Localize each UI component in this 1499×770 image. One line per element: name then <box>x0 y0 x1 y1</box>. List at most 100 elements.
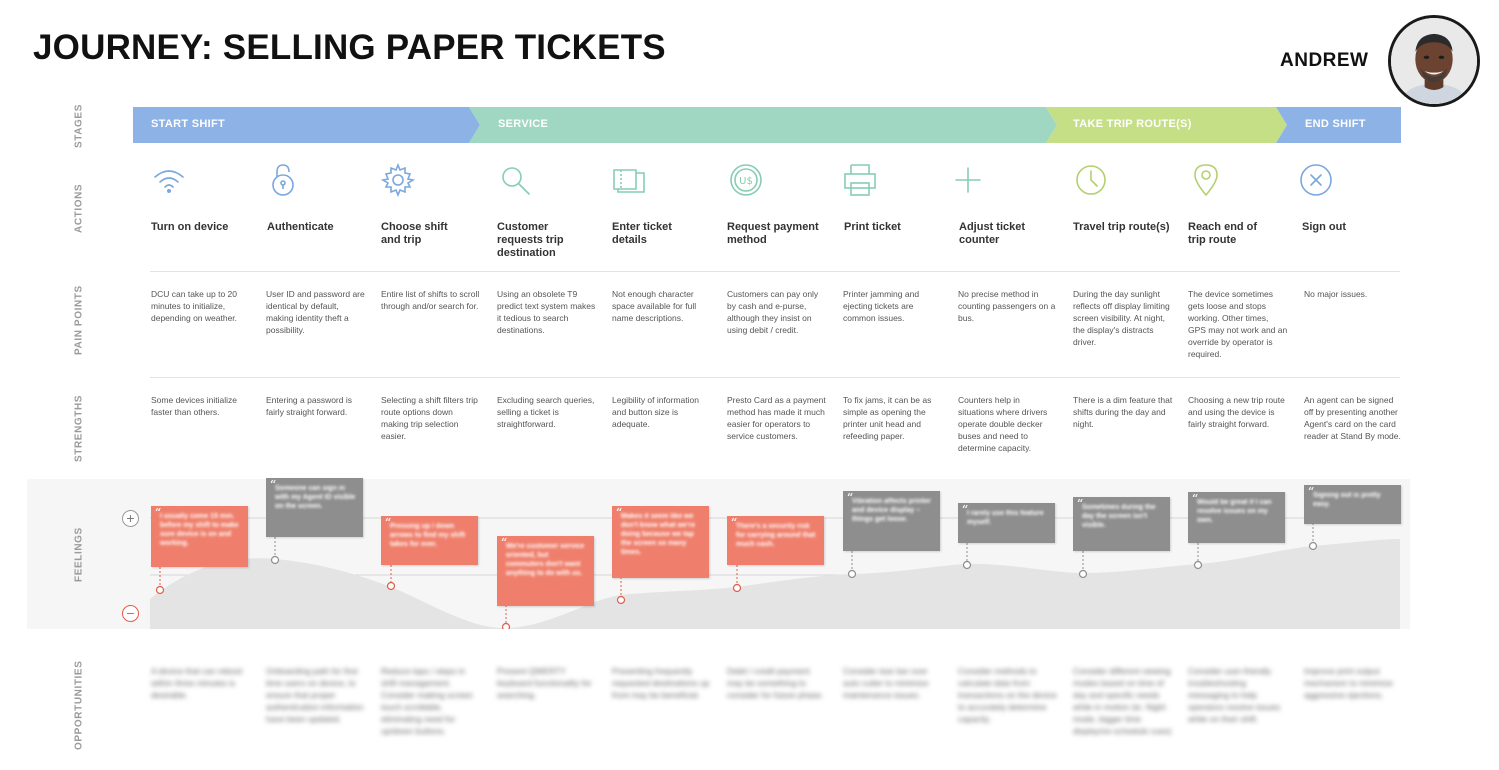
action-label: Enter ticket details <box>612 221 672 246</box>
coin-icon: U$ <box>728 162 764 198</box>
pain-point-text: User ID and password are identical by de… <box>266 289 365 335</box>
feeling-quote-text: We're customer service oriented, but com… <box>506 543 585 577</box>
stage-bar <box>133 107 1401 143</box>
feeling-point <box>270 555 280 565</box>
svg-text:U$: U$ <box>739 176 753 187</box>
action-label: Adjust ticket counter <box>959 221 1026 246</box>
feeling-point <box>1078 569 1088 579</box>
feeling-point <box>962 560 972 570</box>
pain-point-text: Not enough character space available for… <box>612 289 697 323</box>
action-label: Choose shift and trip <box>381 221 448 246</box>
avatar <box>1388 15 1480 107</box>
row-label-actions: ACTIONS <box>73 183 85 233</box>
strength-text: Choosing a new trip route and using the … <box>1188 395 1285 429</box>
strength-text: Excluding search queries, selling a tick… <box>497 395 595 429</box>
feeling-point <box>732 583 742 593</box>
row-label-pain-points: PAIN POINTS <box>73 285 85 355</box>
feeling-quote-negative: “Pressing up / down arrows to find my sh… <box>381 516 478 565</box>
stage-label-take-trip: TAKE TRIP ROUTE(S) <box>1073 118 1192 130</box>
feeling-quote-text: Someone can sign in with my Agent ID vis… <box>275 485 356 510</box>
printer-icon <box>842 162 878 198</box>
stage-label-service: SERVICE <box>498 118 549 130</box>
feeling-point <box>155 585 165 595</box>
clock-icon <box>1073 162 1109 198</box>
opportunity-text: Improve print output mechanism to minimi… <box>1304 666 1393 700</box>
stage-segment-end-shift <box>1276 107 1401 143</box>
strength-text: There is a dim feature that shifts durin… <box>1073 395 1173 429</box>
opportunity-text: Onboarding path for first time users on … <box>266 666 364 724</box>
divider <box>150 377 1400 378</box>
wifi-icon <box>151 162 187 198</box>
feeling-quote-positive: “Vibration affects printer and device di… <box>843 491 940 551</box>
feeling-quote-positive: “Sometimes during the day the screen isn… <box>1073 497 1170 551</box>
pain-point-text: Using an obsolete T9 predict text system… <box>497 289 596 335</box>
stage-segment-start-shift <box>133 107 480 143</box>
stage-label-start-shift: START SHIFT <box>151 118 225 130</box>
pain-point-text: DCU can take up to 20 minutes to initial… <box>151 289 238 323</box>
feeling-quote-text: I rarely use this feature myself. <box>967 510 1044 526</box>
feelings-minus-marker: − <box>122 605 139 622</box>
action-label: Sign out <box>1302 221 1346 233</box>
feeling-quote-negative: “Makes it seem like we don't know what w… <box>612 506 709 578</box>
feeling-point <box>1308 541 1318 551</box>
action-label: Authenticate <box>267 221 334 233</box>
opportunity-text: Debit / credit payment may be something … <box>727 666 824 700</box>
strength-text: Presto Card as a payment method has made… <box>727 395 826 441</box>
plus-icon <box>950 162 986 198</box>
opportunity-text: Presenting frequently requested destinat… <box>612 666 710 700</box>
strength-text: Some devices initialize faster than othe… <box>151 395 237 417</box>
action-label: Customer requests trip destination <box>497 221 564 259</box>
pain-point-text: Entire list of shifts to scroll through … <box>381 289 480 311</box>
opportunity-text: Present QWERTY keyboard functionality fo… <box>497 666 592 700</box>
strength-text: To fix jams, it can be as simple as open… <box>843 395 932 441</box>
feelings-plus-marker: + <box>122 510 139 527</box>
feeling-quote-text: Vibration affects printer and device dis… <box>852 498 931 523</box>
ticket-icon <box>611 162 647 198</box>
feeling-quote-negative: “There's a security risk for carrying ar… <box>727 516 824 565</box>
persona-name: ANDREW <box>1280 50 1369 71</box>
opportunity-text: Reduce taps / steps in shift management.… <box>381 666 473 736</box>
page-title: JOURNEY: SELLING PAPER TICKETS <box>33 28 666 67</box>
strength-text: Entering a password is fairly straight f… <box>266 395 352 417</box>
action-label: Request payment method <box>727 221 819 246</box>
feeling-quote-text: Makes it seem like we don't know what we… <box>621 513 696 556</box>
pain-point-text: The device sometimes gets loose and stop… <box>1188 289 1288 359</box>
pain-point-text: Customers can pay only by cash and e-pur… <box>727 289 819 335</box>
persona-portrait <box>1391 18 1477 104</box>
action-label: Reach end of trip route <box>1188 221 1258 246</box>
feeling-point <box>616 595 626 605</box>
stage-segment-service <box>469 107 1057 143</box>
feeling-quote-text: There's a security risk for carrying aro… <box>736 523 816 548</box>
opportunity-text: A device that can reboot within three mi… <box>151 666 243 700</box>
feeling-quote-negative: “We're customer service oriented, but co… <box>497 536 594 606</box>
strength-text: Legibility of information and button siz… <box>612 395 699 429</box>
row-label-strengths: STRENGTHS <box>73 394 85 462</box>
feeling-point <box>501 622 511 629</box>
opportunity-text: Consider different viewing modes based o… <box>1073 666 1172 736</box>
feeling-quote-positive: “Someone can sign in with my Agent ID vi… <box>266 478 363 537</box>
feelings-area <box>150 539 1400 629</box>
feeling-quote-negative: “I usually come 15 min. before my shift … <box>151 506 248 567</box>
row-label-opportunities: OPPORTUNITIES <box>73 660 85 750</box>
action-label: Print ticket <box>844 221 901 233</box>
opportunity-text: Consider tear bar over auto cutter to mi… <box>843 666 929 700</box>
pain-point-text: No precise method in counting passengers… <box>958 289 1056 323</box>
pain-point-text: During the day sunlight reflects off dis… <box>1073 289 1170 347</box>
divider <box>150 271 1400 272</box>
row-label-stages: STAGES <box>73 104 85 148</box>
action-label: Turn on device <box>151 221 229 233</box>
feeling-quote-text: Would be great if I can resolve issues o… <box>1197 499 1272 524</box>
search-icon <box>497 162 533 198</box>
feeling-quote-positive: “I rarely use this feature myself. <box>958 503 1055 543</box>
feeling-point <box>1193 560 1203 570</box>
feeling-quote-positive: “Signing out is pretty easy. <box>1304 485 1401 524</box>
close-circle-icon <box>1298 162 1334 198</box>
strength-text: Counters help in situations where driver… <box>958 395 1048 453</box>
opportunity-text: Consider methods to calculate data from … <box>958 666 1057 724</box>
feeling-quote-text: Sometimes during the day the screen isn'… <box>1082 504 1156 529</box>
pain-point-text: No major issues. <box>1304 289 1368 299</box>
stage-label-end-shift: END SHIFT <box>1305 118 1366 130</box>
feeling-quote-text: I usually come 15 min. before my shift t… <box>160 513 239 547</box>
feelings-connectors <box>155 523 1318 629</box>
action-label: Travel trip route(s) <box>1073 221 1170 233</box>
